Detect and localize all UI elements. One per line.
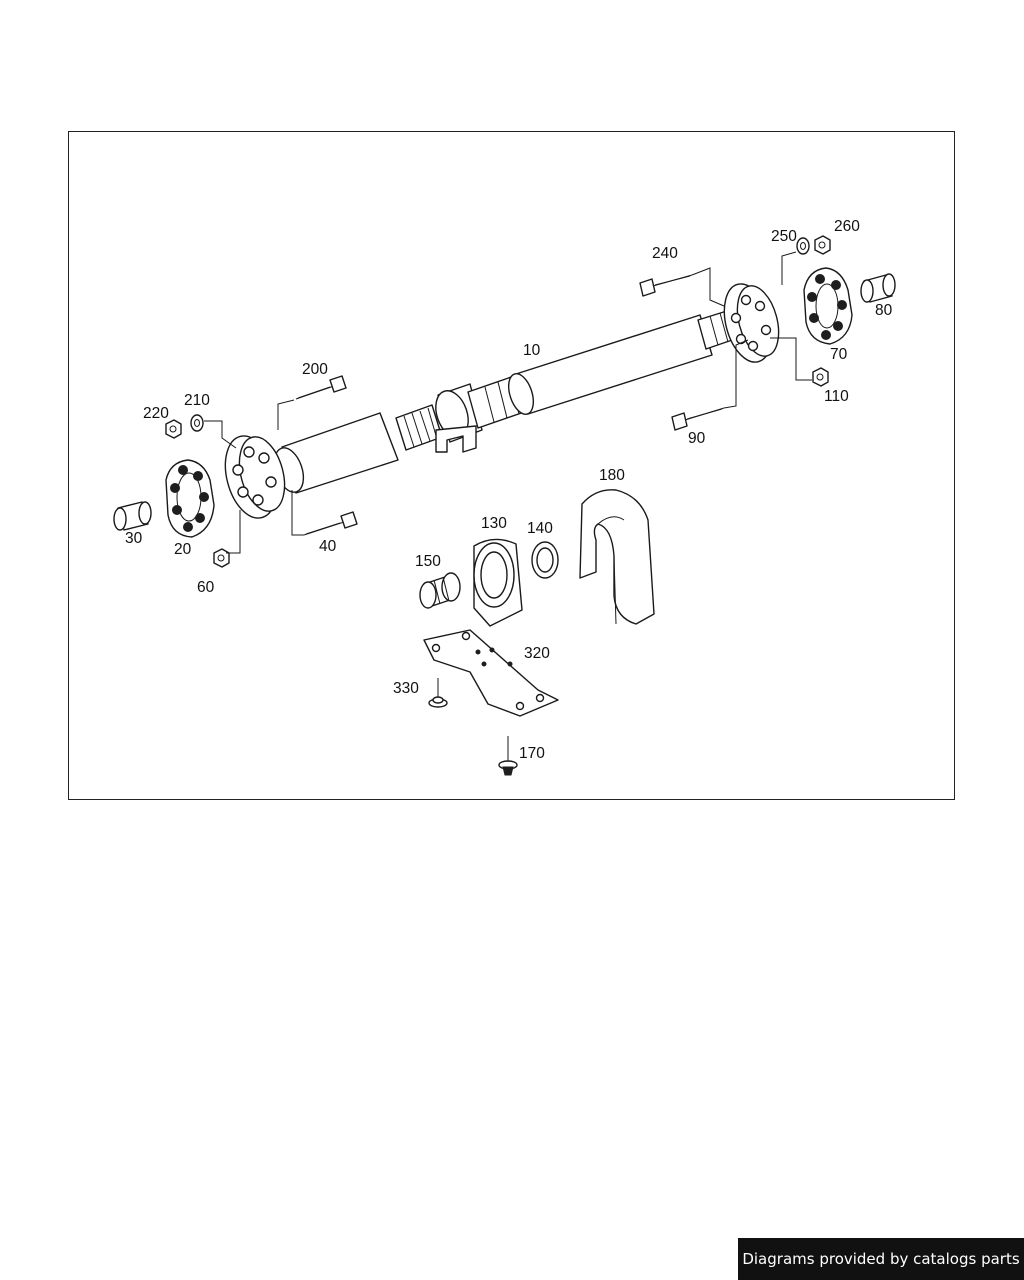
label-260: 260 [834, 218, 860, 235]
part-140-bearing-ring[interactable] [531, 541, 559, 579]
part-10-propeller-shaft[interactable] [269, 309, 739, 496]
label-250: 250 [771, 228, 797, 245]
part-130-bearing-housing[interactable] [473, 538, 523, 627]
label-30: 30 [125, 530, 143, 547]
part-250-washer[interactable] [796, 237, 810, 255]
part-220-nut[interactable] [165, 419, 182, 439]
label-20: 20 [174, 541, 192, 558]
part-70-flex-disc[interactable] [803, 267, 853, 345]
part-330-screw[interactable] [428, 678, 448, 708]
front-flange [224, 435, 286, 519]
label-150: 150 [415, 553, 441, 570]
part-150-seal-ring[interactable] [419, 572, 461, 609]
label-140: 140 [527, 520, 553, 537]
part-260-nut[interactable] [814, 235, 831, 255]
part-labels: 10 20 30 40 60 70 80 90 110 130 140 150 … [125, 218, 893, 762]
part-170-screw[interactable] [498, 736, 518, 776]
credit-banner: Diagrams provided by catalogs parts [738, 1238, 1024, 1280]
label-200: 200 [302, 361, 328, 378]
label-40: 40 [319, 538, 337, 555]
label-210: 210 [184, 392, 210, 409]
label-70: 70 [830, 346, 848, 363]
label-330: 330 [393, 680, 419, 697]
label-170: 170 [519, 745, 545, 762]
part-90-bolt[interactable] [671, 407, 725, 431]
part-320-bracket[interactable] [423, 629, 559, 717]
part-110-nut[interactable] [812, 367, 829, 387]
label-220: 220 [143, 405, 169, 422]
label-110: 110 [824, 388, 849, 405]
part-60-nut[interactable] [213, 548, 230, 568]
label-60: 60 [197, 579, 215, 596]
label-90: 90 [688, 430, 706, 447]
part-20-flex-disc[interactable] [165, 459, 215, 538]
part-30-bushing[interactable] [113, 501, 152, 531]
label-80: 80 [875, 302, 893, 319]
label-240: 240 [652, 245, 678, 262]
label-10: 10 [523, 342, 541, 359]
part-180-cover[interactable] [579, 489, 655, 625]
part-240-bolt[interactable] [639, 274, 693, 297]
label-130: 130 [481, 515, 507, 532]
rear-flange [723, 283, 780, 363]
label-180: 180 [599, 467, 625, 484]
leader-lines [204, 251, 812, 554]
part-210-washer[interactable] [190, 414, 204, 432]
label-320: 320 [524, 645, 550, 662]
part-40-bolt[interactable] [303, 511, 358, 536]
part-80-bushing[interactable] [860, 273, 896, 303]
part-200-bolt[interactable] [295, 375, 347, 400]
